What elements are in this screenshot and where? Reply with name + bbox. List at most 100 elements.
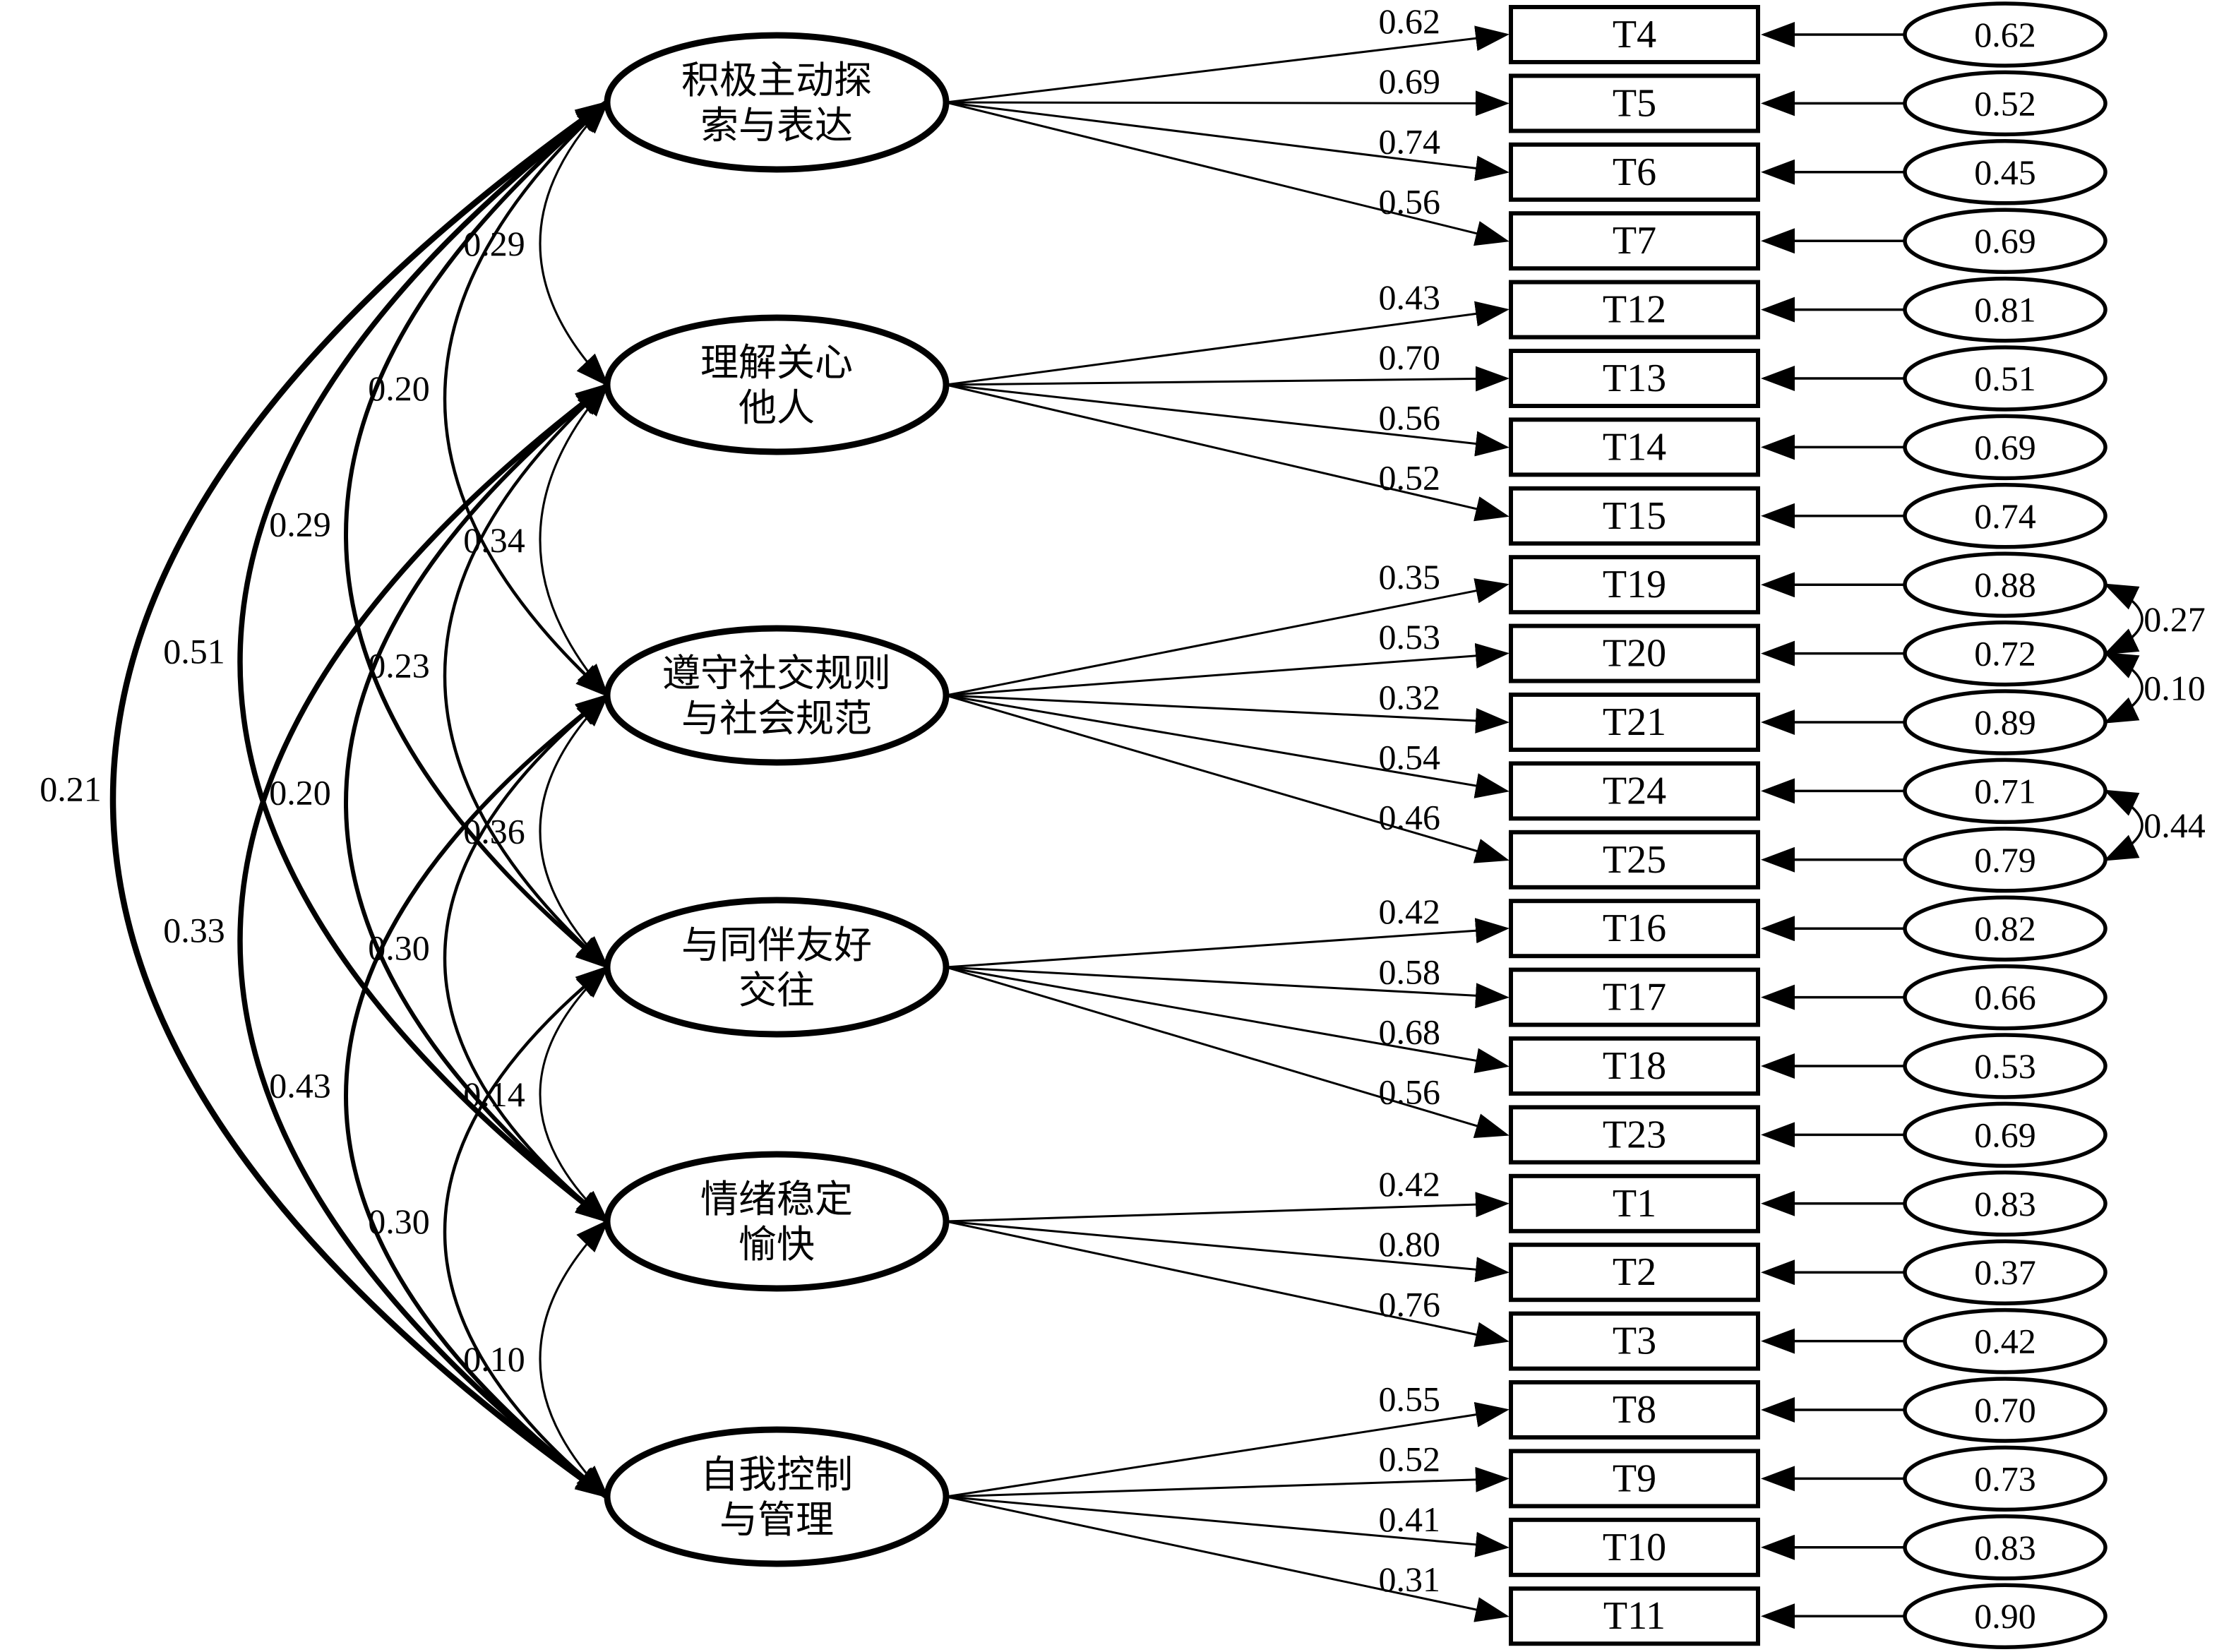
- indicator-label-T12: T12: [1603, 288, 1666, 332]
- indicator-box-T20: [1509, 623, 1760, 683]
- error-term-ellipse-T13: [1903, 345, 2108, 412]
- indicator-label-T19: T19: [1603, 563, 1666, 606]
- indicator-box-T25: [1509, 830, 1760, 890]
- loading-arrow-T14: [945, 383, 1509, 457]
- error-term-ellipse-T17: [1903, 964, 2108, 1031]
- error-variance-T24: 0.71: [1974, 771, 2036, 810]
- correlation-path-F2-F5: [344, 383, 610, 1223]
- loading-arrow-T19: [945, 578, 1509, 697]
- latent-factor-label-F5: 情绪稳定愉快: [700, 1178, 853, 1266]
- factor-label-line2: 与社会规范: [681, 698, 872, 740]
- factor-label-line1: 情绪稳定: [700, 1178, 853, 1221]
- loading-arrow-T17: [945, 966, 1509, 1009]
- factor-label-line2: 他人: [739, 387, 815, 429]
- loading-value-T17: 0.58: [1379, 952, 1441, 991]
- latent-factor-label-F2: 理解关心他人: [700, 342, 853, 429]
- indicator-label-T25: T25: [1603, 838, 1666, 882]
- latent-factor-ellipse-F6: [604, 1426, 950, 1567]
- loading-arrow-T20: [945, 642, 1509, 697]
- error-variance-T14: 0.69: [1974, 427, 2036, 467]
- latent-factor-ellipse-F1: [604, 32, 950, 173]
- factor-label-line2: 与管理: [719, 1499, 834, 1541]
- error-covariance-value-T19-T20: 0.27: [2144, 599, 2206, 639]
- indicator-box-T8: [1509, 1380, 1760, 1439]
- factor-label-line1: 与同伴友好: [681, 924, 872, 966]
- indicator-box-T3: [1509, 1311, 1760, 1371]
- loading-arrow-T3: [945, 1220, 1509, 1348]
- loading-value-T25: 0.46: [1379, 798, 1441, 837]
- correlation-value-F1-F6: 0.21: [40, 770, 102, 809]
- loading-arrow-T23: [945, 966, 1509, 1139]
- error-term-ellipse-T23: [1903, 1101, 2108, 1168]
- indicator-box-T18: [1509, 1036, 1760, 1096]
- loading-value-T23: 0.56: [1379, 1072, 1441, 1112]
- loading-arrow-T25: [945, 694, 1509, 863]
- loading-value-T6: 0.74: [1379, 121, 1441, 161]
- indicator-label-T8: T8: [1613, 1388, 1656, 1432]
- error-variance-T16: 0.82: [1974, 909, 2036, 948]
- loading-arrow-T24: [945, 694, 1509, 798]
- error-term-ellipse-T14: [1903, 414, 2108, 481]
- indicator-label-T15: T15: [1603, 494, 1666, 538]
- loading-arrow-T16: [945, 918, 1509, 969]
- error-variance-T15: 0.74: [1974, 496, 2036, 536]
- indicator-label-T3: T3: [1613, 1319, 1656, 1363]
- loading-arrow-T4: [945, 25, 1509, 104]
- indicator-box-T16: [1509, 899, 1760, 959]
- error-variance-T19: 0.88: [1974, 565, 2036, 604]
- error-variance-T18: 0.53: [1974, 1046, 2036, 1086]
- loading-arrow-T5: [945, 90, 1509, 116]
- error-variance-T5: 0.52: [1974, 83, 2036, 123]
- error-covariance-path-T24-T25: [2103, 789, 2144, 861]
- latent-factor-label-F4: 与同伴友好交往: [681, 924, 872, 1012]
- indicator-box-T9: [1509, 1449, 1760, 1509]
- indicator-label-T23: T23: [1603, 1113, 1666, 1156]
- latent-factor-ellipse-F5: [604, 1151, 950, 1292]
- loading-arrow-T9: [945, 1466, 1509, 1498]
- error-covariance-path-T20-T21: [2103, 652, 2144, 724]
- loading-value-T19: 0.35: [1379, 557, 1441, 597]
- error-variance-T2: 0.37: [1974, 1252, 2036, 1292]
- indicator-label-T20: T20: [1603, 632, 1666, 676]
- indicator-label-T16: T16: [1603, 906, 1666, 950]
- error-variance-T21: 0.89: [1974, 702, 2036, 742]
- indicator-label-T1: T1: [1613, 1182, 1656, 1226]
- loading-value-T2: 0.80: [1379, 1224, 1441, 1264]
- error-variance-T6: 0.45: [1974, 152, 2036, 192]
- correlation-path-F3-F4: [539, 693, 609, 969]
- error-term-ellipse-T18: [1903, 1033, 2108, 1099]
- loading-value-T13: 0.70: [1379, 337, 1441, 377]
- indicator-box-T10: [1509, 1517, 1760, 1577]
- loading-value-T3: 0.76: [1379, 1284, 1441, 1324]
- factor-label-line2: 交往: [739, 969, 815, 1012]
- error-term-ellipse-T3: [1903, 1307, 2108, 1375]
- correlation-path-F4-F6: [443, 965, 610, 1499]
- loading-value-T9: 0.52: [1379, 1439, 1441, 1479]
- error-variance-T3: 0.42: [1974, 1322, 2036, 1361]
- loading-value-T1: 0.42: [1379, 1164, 1441, 1204]
- loading-arrow-T11: [945, 1495, 1509, 1622]
- loading-arrow-T18: [945, 966, 1509, 1074]
- indicator-box-T23: [1509, 1105, 1760, 1165]
- error-variance-T12: 0.81: [1974, 290, 2036, 330]
- latent-factor-label-F1: 积极主动探索与表达: [681, 59, 872, 147]
- factor-label-line1: 积极主动探: [681, 59, 872, 102]
- loading-value-T11: 0.31: [1379, 1560, 1441, 1599]
- error-variance-T7: 0.69: [1974, 221, 2036, 261]
- factor-label-line1: 遵守社交规则: [662, 652, 891, 695]
- factor-label-line1: 理解关心: [700, 342, 853, 384]
- latent-factor-label-F3: 遵守社交规则与社会规范: [662, 652, 891, 740]
- error-term-ellipse-T10: [1903, 1514, 2108, 1581]
- loading-arrow-T2: [945, 1220, 1509, 1283]
- loading-value-T8: 0.55: [1379, 1379, 1441, 1418]
- latent-factor-ellipse-F4: [604, 897, 950, 1038]
- correlation-path-F2-F6: [237, 383, 610, 1499]
- loading-value-T7: 0.56: [1379, 182, 1441, 222]
- error-variance-T23: 0.69: [1974, 1115, 2036, 1154]
- loading-value-T12: 0.43: [1379, 277, 1441, 317]
- latent-factor-ellipse-F2: [604, 314, 950, 455]
- error-term-ellipse-T6: [1903, 139, 2108, 205]
- loading-value-T18: 0.68: [1379, 1012, 1441, 1052]
- indicator-label-T11: T11: [1603, 1594, 1666, 1638]
- correlation-path-F1-F3: [443, 100, 609, 698]
